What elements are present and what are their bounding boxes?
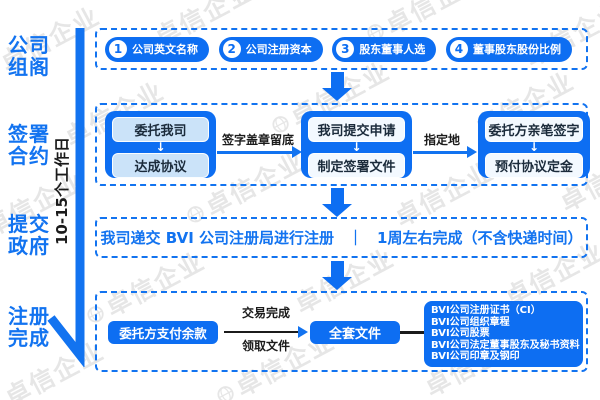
document-item: BVI公司股票 — [431, 328, 490, 340]
phase1-container — [95, 28, 588, 70]
document-item: BVI公司法定董事股东及秘书资料 — [431, 339, 580, 351]
separator: ｜ — [348, 229, 364, 247]
timeline-bar — [47, 28, 85, 367]
pay-balance-pill: 委托方支付余款 — [108, 321, 218, 344]
doc-connector-line — [400, 331, 424, 334]
down-arrow-icon: ↓ — [351, 140, 362, 154]
phase4-container — [95, 291, 588, 372]
stage-label-sign-contract: 签署合约 — [8, 122, 50, 168]
step-number-badge: 3 — [336, 40, 355, 58]
down-arrow-3 — [322, 261, 352, 290]
document-list-box: BVI公司注册证书（CI） BVI公司组织章程 BVI公司股票 BVI公司法定董… — [424, 301, 583, 367]
step-pill-share-ratio: 4 董事股东股份比例 — [445, 36, 572, 62]
down-arrow-icon: ↓ — [528, 140, 540, 154]
client-sign-deposit-box: 委托方亲笔签字 ↓ 预付协议定金 — [478, 111, 590, 178]
document-item: BVI公司注册证书（CI） — [431, 305, 541, 317]
document-item: BVI公司组织章程 — [431, 316, 510, 328]
arrow-sign-seal — [217, 146, 302, 158]
full-document-pill: 全套文件 — [310, 321, 400, 344]
step-pill-registered-capital: 2 公司注册资本 — [218, 36, 323, 62]
stage-label-company-setup: 公司组阁 — [8, 33, 50, 79]
arrow-label-deal-done: 交易完成 — [242, 306, 291, 320]
arrow-label-sign-seal: 签字盖章留底 — [222, 133, 295, 147]
stage-label-submit-government: 提交政府 — [8, 212, 50, 258]
entrust-agreement-box: 委托我司 ↓ 达成协议 — [105, 111, 216, 178]
submission-statement: 我司递交 BVI 公司注册局进行注册 ｜ 1周左右完成（不含快递时间） — [95, 217, 588, 258]
step-number-badge: 4 — [449, 40, 468, 58]
arrow-deal-done — [224, 326, 308, 338]
globe-icon — [0, 52, 5, 86]
stage-label-registration-done: 注册完成 — [8, 304, 50, 350]
submission-text: 我司递交 BVI 公司注册局进行注册 — [100, 229, 334, 247]
document-item: BVI公司印章及钢印 — [431, 351, 520, 363]
requirements-row: 1 公司英文名称 2 公司注册资本 3 股东董事人选 4 董事股东股份比例 — [105, 36, 572, 62]
down-arrow-icon: ↓ — [155, 140, 166, 154]
step-number-badge: 2 — [222, 40, 241, 58]
arrow-label-collect-files: 领取文件 — [242, 339, 291, 353]
arrow-designated-place — [413, 146, 477, 158]
down-arrow-1 — [322, 72, 352, 101]
duration-label: 10-15个工作日 — [53, 137, 71, 245]
step-number-badge: 1 — [109, 40, 127, 58]
globe-icon — [211, 377, 241, 400]
step-pill-shareholders-directors: 3 股东董事人选 — [332, 36, 437, 62]
completion-time-text: 1周左右完成（不含快递时间） — [377, 229, 583, 247]
submit-application-box: 我司提交申请 ↓ 制定签署文件 — [301, 111, 412, 178]
step-pill-english-name: 1 公司英文名称 — [105, 36, 209, 62]
phase3-container — [95, 217, 588, 258]
down-arrow-2 — [322, 188, 352, 217]
arrow-label-designated-place: 指定地 — [424, 133, 461, 147]
